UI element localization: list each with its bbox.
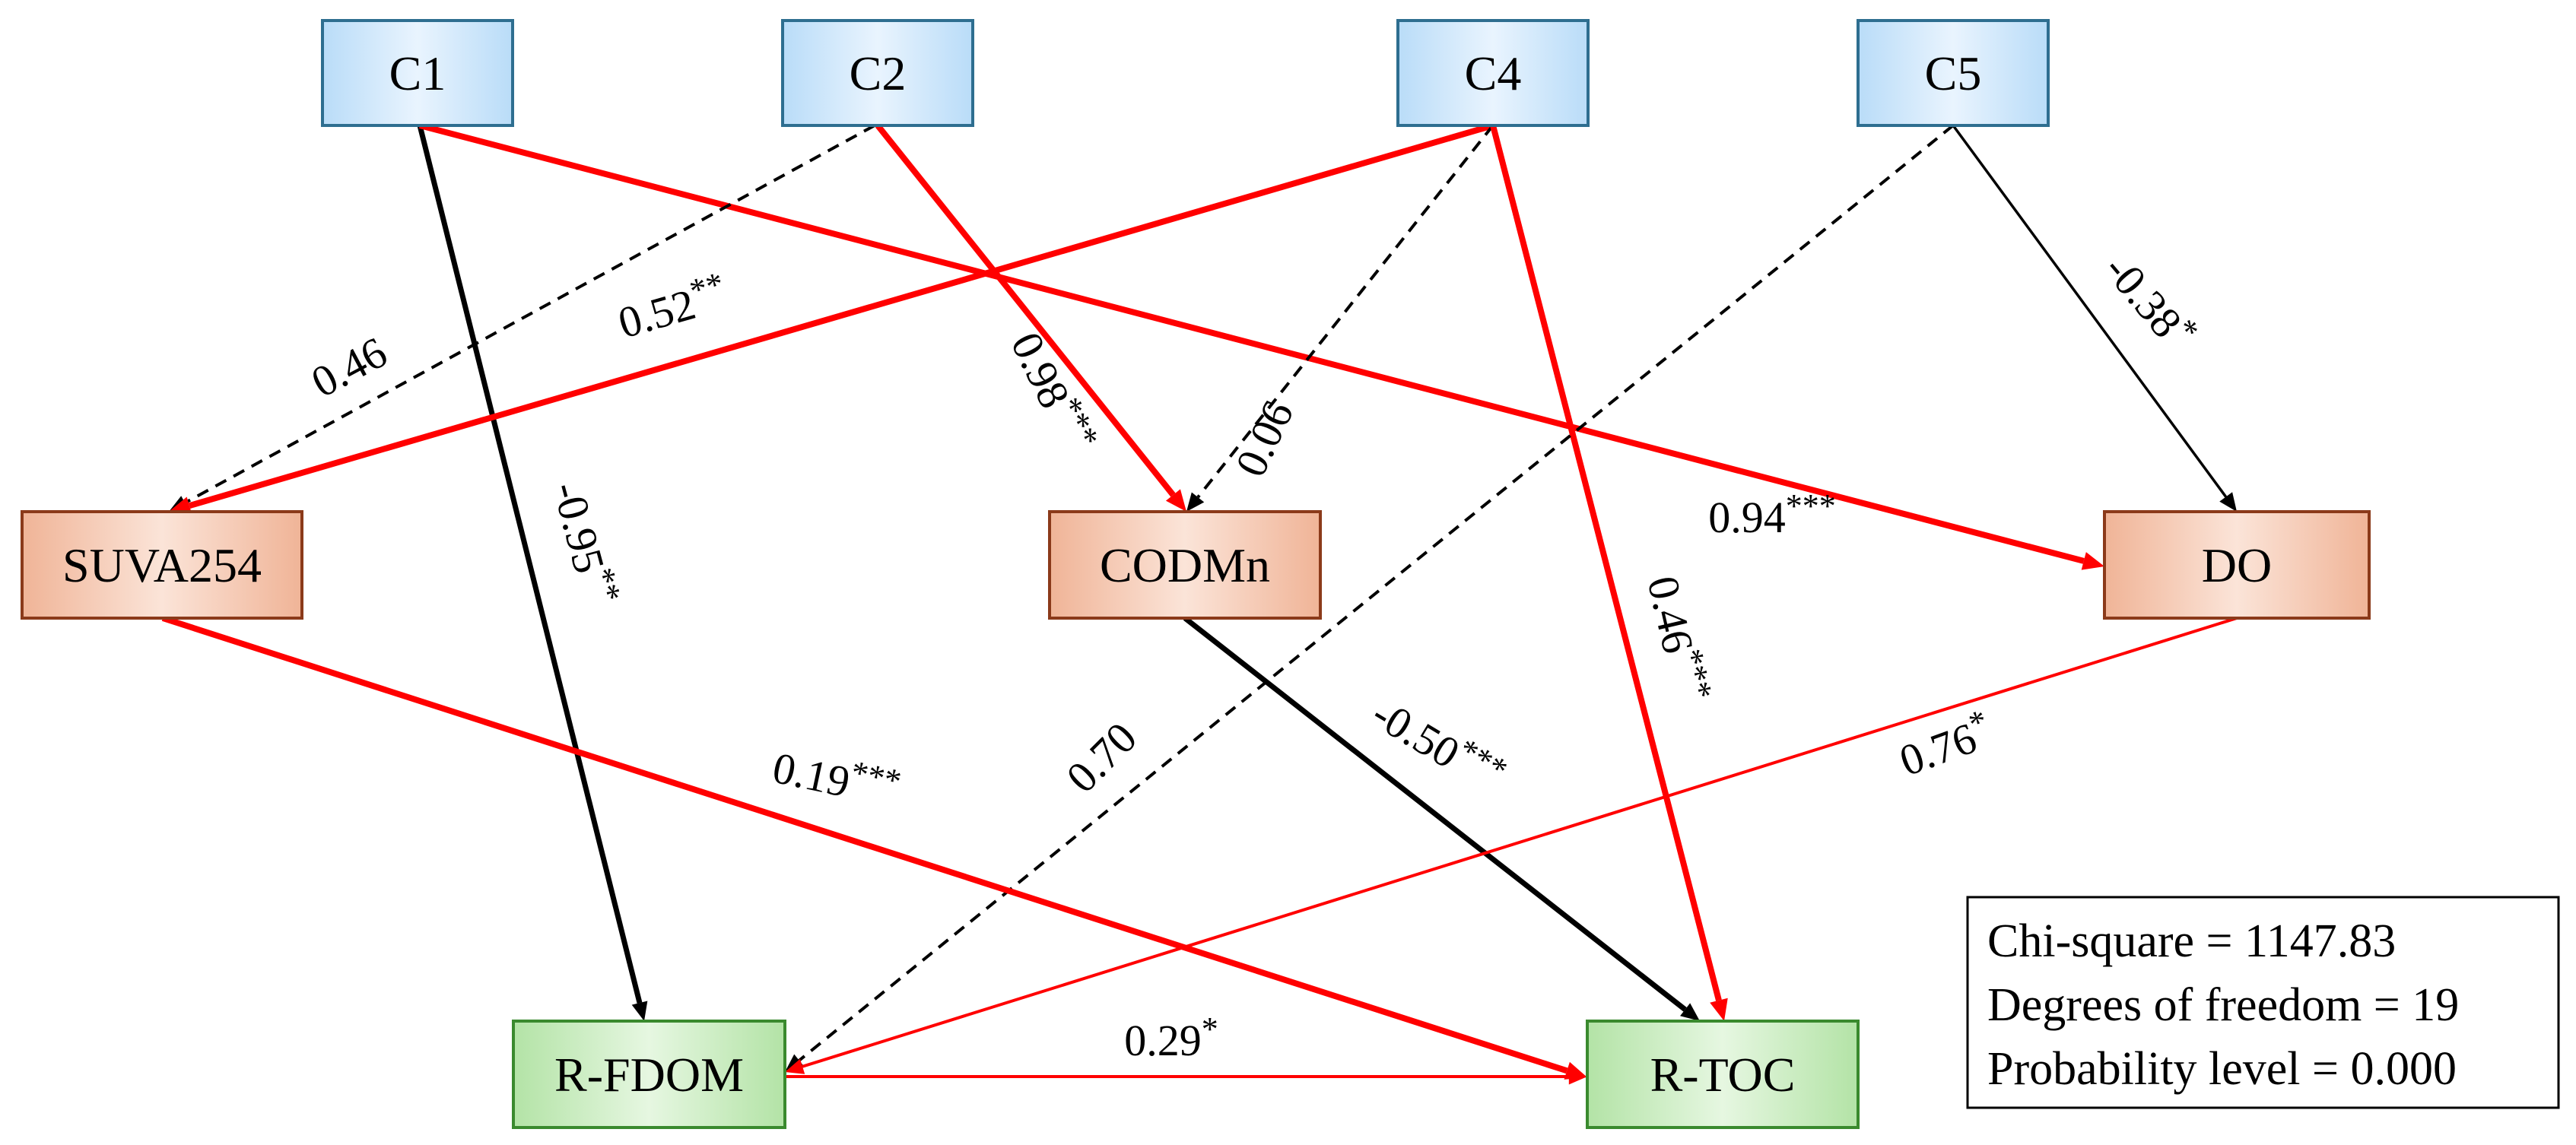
node-box — [321, 19, 514, 127]
edge-c2-to-codmn — [875, 123, 1186, 512]
node-box — [2103, 510, 2371, 620]
arrowhead — [1165, 489, 1186, 512]
node-suva254: SUVA254 — [21, 510, 303, 620]
arrowhead — [169, 496, 192, 515]
edge-line — [1490, 125, 1722, 1001]
node-label: C1 — [389, 46, 446, 100]
node-label: CODMn — [1100, 538, 1270, 592]
edge-do-to-r-fdom — [785, 617, 2238, 1074]
edge-line — [798, 124, 1955, 1062]
edge-c4-to-codmn — [1186, 124, 1494, 512]
edge-c5-to-do — [1952, 124, 2237, 512]
node-box — [21, 510, 303, 620]
arrowhead — [631, 1001, 648, 1021]
arrowhead — [1680, 1003, 1700, 1021]
fit-statistics-box: Chi-square = 1147.83 Degrees of freedom … — [1966, 896, 2560, 1109]
node-label: R-TOC — [1650, 1048, 1796, 1102]
edge-line — [184, 124, 875, 505]
edge-suva254-to-r-toc — [161, 615, 1587, 1080]
node-box — [1586, 1020, 1860, 1129]
node-codmn: CODMn — [1048, 510, 1322, 620]
coefficient-label-c1-to-do: 0.94*** — [1708, 487, 1836, 542]
node-label: DO — [2202, 538, 2272, 592]
edge-line — [1952, 124, 2228, 498]
node-box — [1396, 19, 1590, 127]
node-box — [512, 1020, 786, 1129]
edge-c4-to-r-toc — [1490, 125, 1728, 1021]
node-box — [1857, 19, 2050, 127]
node-label: C4 — [1465, 46, 1522, 100]
arrowhead — [2081, 552, 2104, 570]
edges-layer — [161, 122, 2238, 1085]
edge-line — [1196, 124, 1494, 499]
node-box — [781, 19, 974, 127]
node-label: C5 — [1925, 46, 1982, 100]
edge-codmn-to-r-toc — [1183, 616, 1700, 1021]
node-c4: C4 — [1396, 19, 1590, 127]
edge-r-fdom-to-r-toc — [785, 1068, 1587, 1085]
node-r-fdom: R-FDOM — [512, 1020, 786, 1129]
node-c1: C1 — [321, 19, 514, 127]
coefficient-label-suva254-to-r-toc: 0.19*** — [768, 737, 904, 817]
node-label: SUVA254 — [62, 538, 262, 592]
edge-c4-to-suva254 — [169, 122, 1494, 515]
edge-line — [875, 123, 1176, 497]
edge-c1-to-do — [418, 122, 2104, 570]
edge-line — [418, 122, 2085, 564]
arrowhead — [785, 1058, 805, 1074]
coefficient-label-c4-to-r-toc: 0.46*** — [1637, 570, 1720, 706]
node-c2: C2 — [781, 19, 974, 127]
probability-level-text: Probability level = 0.000 — [1987, 1043, 2457, 1095]
coefficient-label-codmn-to-r-toc: -0.50*** — [1364, 684, 1514, 804]
node-label: C2 — [850, 46, 907, 100]
edge-line — [1183, 616, 1687, 1012]
node-c5: C5 — [1857, 19, 2050, 127]
edge-line — [161, 615, 1568, 1074]
node-box — [1048, 510, 1322, 620]
edge-c2-to-suva254 — [169, 124, 875, 512]
arrowhead — [1186, 492, 1205, 512]
arrowhead — [2219, 492, 2237, 512]
arrowhead — [1568, 1068, 1587, 1085]
chi-square-text: Chi-square = 1147.83 — [1987, 915, 2396, 967]
coefficient-label-do-to-r-fdom: 0.76* — [1892, 702, 1999, 785]
edge-c1-to-r-fdom — [417, 125, 648, 1021]
edge-line — [802, 617, 2238, 1068]
coefficient-label-r-fdom-to-r-toc: 0.29* — [1124, 1010, 1218, 1065]
coefficient-label-c4-to-suva254: 0.52** — [611, 265, 733, 347]
coefficient-label-c4-to-codmn: 0.06 — [1225, 393, 1303, 484]
node-r-toc: R-TOC — [1586, 1020, 1860, 1129]
edge-line — [417, 125, 643, 1004]
degrees-of-freedom-text: Degrees of freedom = 19 — [1987, 979, 2459, 1031]
node-label: R-FDOM — [554, 1048, 744, 1102]
node-do: DO — [2103, 510, 2371, 620]
coefficient-label-c1-to-r-fdom: -0.95** — [543, 475, 628, 611]
arrowhead — [1710, 998, 1728, 1021]
edge-line — [188, 122, 1494, 509]
